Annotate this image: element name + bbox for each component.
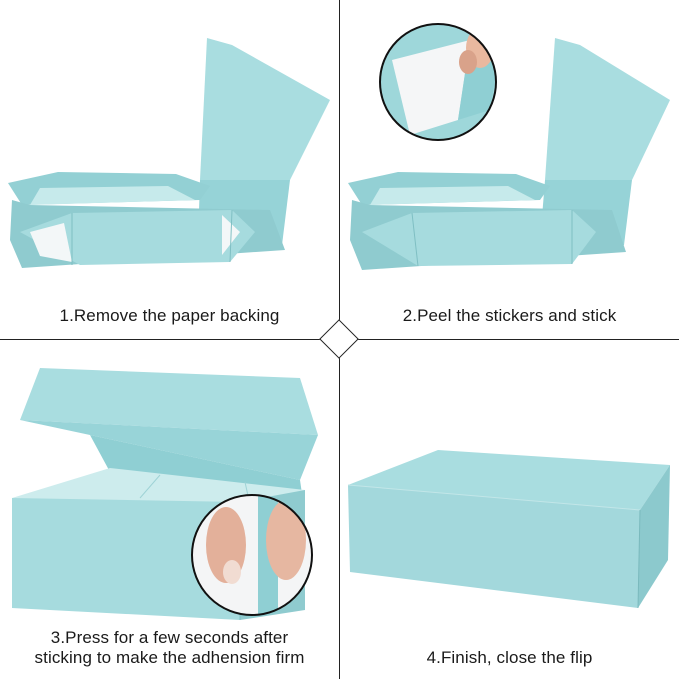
box-press-corner-image (12, 368, 318, 620)
closed-box-image (347, 450, 670, 609)
step-4-caption: 4.Finish, close the flip (426, 648, 593, 667)
step-2-panel: 2.Peel the stickers and stick (340, 0, 679, 339)
step-1-panel: 1.Remove the paper backing (0, 0, 339, 339)
step-2-caption: 2.Peel the stickers and stick (402, 306, 617, 325)
step-3-caption-line-2: sticking to make the adhension firm (34, 648, 305, 667)
step-1-caption: 1.Remove the paper backing (59, 306, 280, 325)
step-3-caption-line-1: 3.Press for a few seconds after (50, 628, 289, 647)
open-box-paper-backing-image (8, 38, 330, 268)
step-3-panel: 3.Press for a few seconds after sticking… (0, 340, 339, 679)
open-box-sticker-image (348, 23, 670, 270)
step-4-panel: 4.Finish, close the flip (340, 340, 679, 679)
